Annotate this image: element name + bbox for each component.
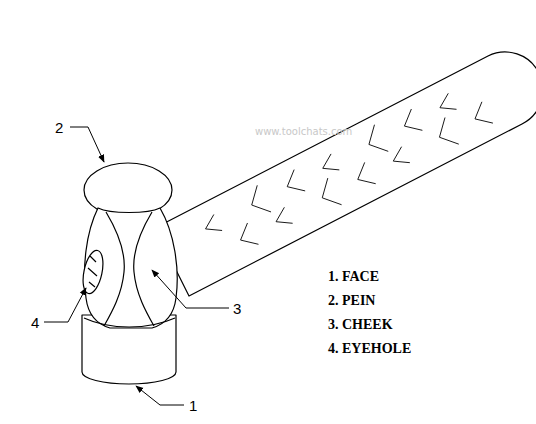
grain-stroke bbox=[241, 223, 259, 244]
watermark: www.toolchats.com bbox=[255, 127, 352, 137]
grain-stroke bbox=[369, 125, 388, 152]
leader-line bbox=[70, 127, 104, 162]
callout-number: 4 bbox=[31, 315, 39, 330]
face-rim bbox=[84, 318, 175, 327]
eyehole-wedge bbox=[88, 256, 97, 287]
callout-number: 1 bbox=[189, 398, 197, 413]
leader-line bbox=[44, 288, 86, 322]
grain-stroke bbox=[440, 93, 457, 109]
cheek-facet bbox=[134, 212, 154, 326]
grain-stroke bbox=[206, 214, 223, 230]
part-name: 1. FACE bbox=[328, 270, 379, 284]
part-name: 4. EYEHOLE bbox=[328, 342, 411, 356]
grain-stroke bbox=[252, 185, 271, 212]
cheek-facet bbox=[104, 212, 124, 326]
grain-stroke bbox=[276, 207, 293, 223]
callout-number: 2 bbox=[55, 120, 63, 135]
grain-stroke bbox=[404, 109, 422, 130]
part-name: 3. CHEEK bbox=[328, 318, 393, 332]
leader-line bbox=[136, 386, 184, 405]
grain-stroke bbox=[475, 102, 493, 123]
grain-stroke bbox=[323, 154, 340, 170]
grain-stroke bbox=[439, 118, 458, 145]
grain-stroke bbox=[393, 147, 410, 163]
part-name: 2. PEIN bbox=[328, 294, 375, 308]
leader-line bbox=[152, 270, 229, 308]
eyehole bbox=[80, 249, 107, 296]
handle bbox=[155, 52, 536, 296]
grain-stroke bbox=[358, 162, 376, 183]
grain-stroke bbox=[287, 170, 305, 191]
callout-number: 3 bbox=[233, 301, 241, 316]
grain-stroke bbox=[322, 178, 341, 205]
